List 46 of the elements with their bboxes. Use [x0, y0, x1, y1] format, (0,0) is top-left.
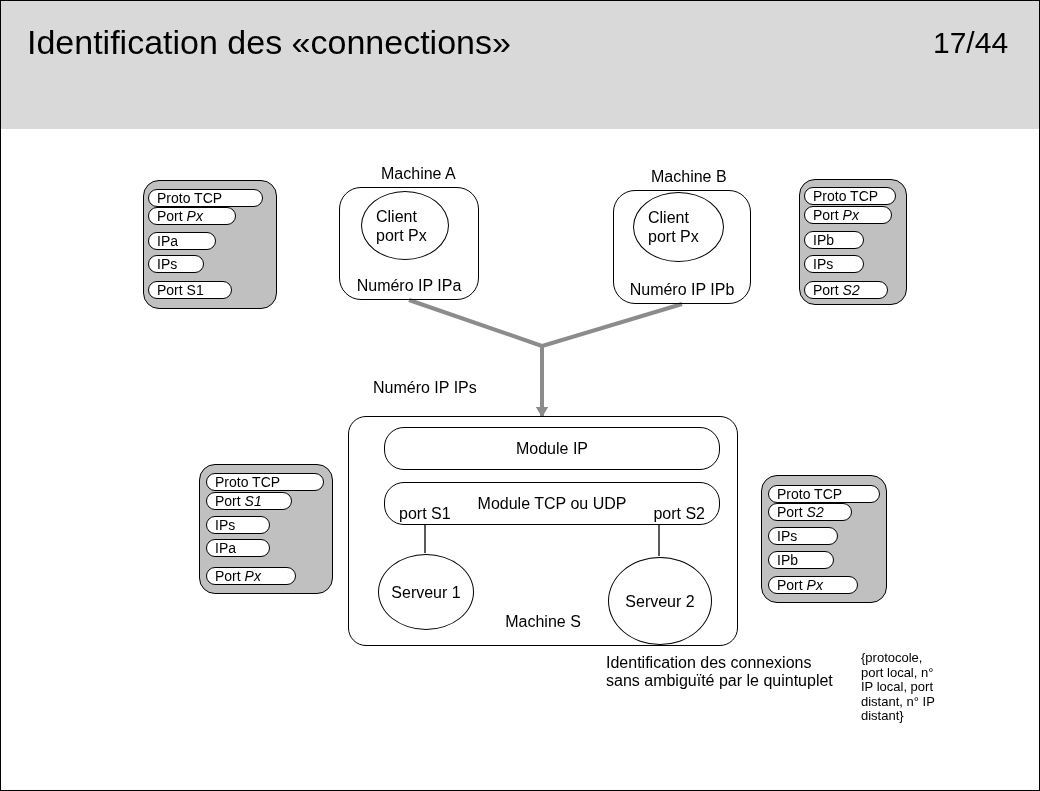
field-pill: IPs: [804, 255, 864, 273]
process-ellipse: Serveur 1: [378, 554, 474, 630]
note-text: {protocole, port local, n° IP local, port distant, n° IP distant}: [861, 651, 936, 724]
process-ellipse: Serveur 2: [608, 557, 712, 645]
module-label: Module IP: [514, 439, 589, 458]
page-number: 17/44: [933, 25, 1010, 61]
field-pill: Port Px: [148, 207, 236, 225]
port-label: port S1: [399, 505, 451, 523]
field-pill: IPb: [768, 551, 834, 569]
field-pill: IPa: [148, 232, 216, 250]
module-box: [384, 427, 720, 470]
note-text: Identification des connexions sans ambiguïté par le quintuplet: [606, 654, 834, 690]
field-pill: Port Px: [768, 576, 858, 594]
arrow: [536, 302, 683, 417]
field-pill: Proto TCP: [768, 485, 880, 503]
field-pill: Port Px: [804, 206, 892, 224]
connector-line: [424, 523, 426, 554]
field-pill: IPb: [804, 231, 864, 249]
connector-line: [658, 523, 660, 557]
field-pill: IPs: [206, 516, 270, 534]
process-ellipse: Client port Px: [361, 191, 449, 260]
address-panel: [143, 180, 277, 309]
field-pill: Proto TCP: [148, 189, 263, 207]
field-pill: IPa: [206, 539, 270, 557]
field-pill: IPs: [148, 255, 204, 273]
field-pill: Proto TCP: [206, 473, 324, 491]
machine-label: Machine B: [651, 167, 727, 187]
field-pill: Port S1: [206, 492, 292, 510]
machine-label: Machine A: [381, 164, 456, 184]
module-box: [384, 482, 720, 525]
field-pill: IPs: [768, 527, 838, 545]
machine-text: Numéro IP IPb: [628, 280, 736, 299]
address-panel: [761, 475, 887, 603]
field-pill: Port S2: [768, 503, 852, 521]
field-pill: Port S2: [804, 281, 888, 299]
slide-title: Identification des «connections»: [27, 23, 511, 62]
machine-text: Machine S: [504, 612, 582, 631]
field-pill: Proto TCP: [804, 187, 896, 205]
field-pill: Port S1: [148, 281, 232, 299]
address-panel: [799, 179, 907, 305]
port-label: port S2: [653, 505, 705, 523]
field-pill: Port Px: [206, 567, 296, 585]
machine-label: Numéro IP IPs: [373, 378, 477, 398]
process-ellipse: Client port Px: [633, 192, 724, 262]
machine-text: Numéro IP IPa: [355, 276, 463, 295]
address-panel: [199, 464, 333, 594]
